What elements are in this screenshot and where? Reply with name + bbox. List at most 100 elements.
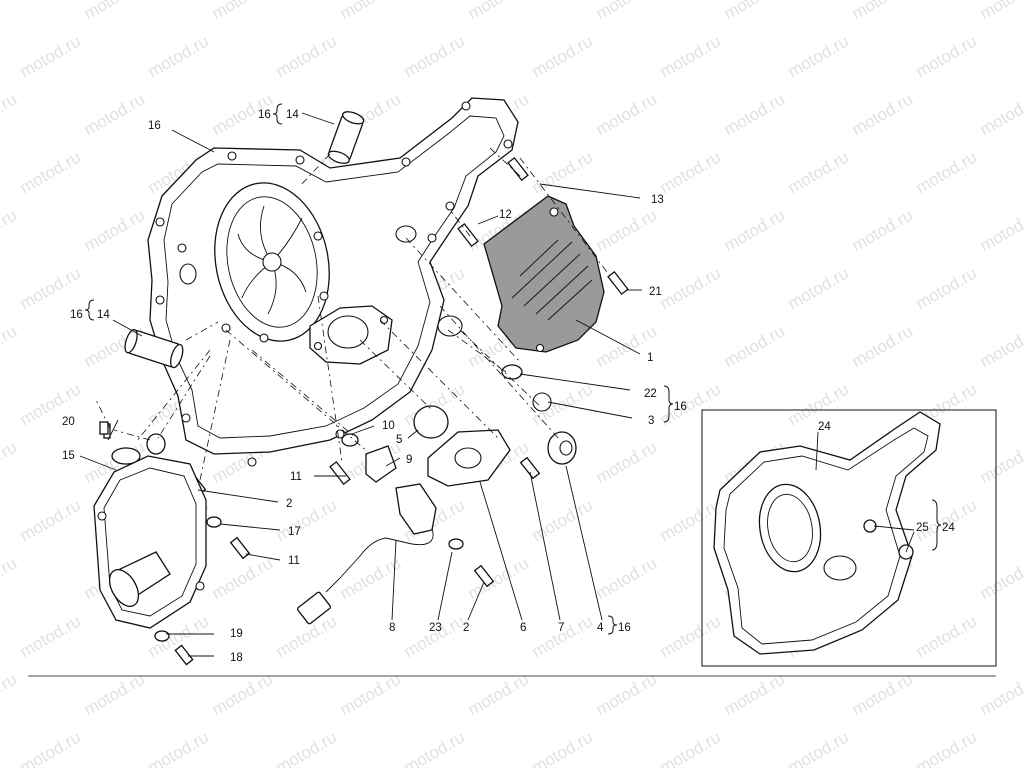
watermark-text: motod.ru xyxy=(401,31,469,81)
watermark-text: motod.ru xyxy=(401,611,469,661)
watermark-text: motod.ru xyxy=(465,669,533,719)
watermark-text: motod.ru xyxy=(273,727,341,768)
watermark-text: motod.ru xyxy=(0,553,20,603)
callout-1: 1 xyxy=(647,352,653,364)
watermark-text: motod.ru xyxy=(913,727,981,768)
callout-19: 19 xyxy=(230,628,243,640)
watermark-text: motod.ru xyxy=(529,147,597,197)
watermark-text: motod.ru xyxy=(17,147,85,197)
watermark-text: motod.ru xyxy=(657,611,725,661)
callout-12: 12 xyxy=(499,209,512,221)
watermark-text: motod.ru xyxy=(593,205,661,255)
callout-2-bottom: 2 xyxy=(463,622,469,634)
watermark-text: motod.ru xyxy=(81,205,149,255)
watermark-text: motod.ru xyxy=(0,89,20,139)
watermark-text: motod.ru xyxy=(913,495,981,545)
callout-4: 4 xyxy=(597,622,604,634)
watermark-text: motod.ru xyxy=(913,31,981,81)
watermark-text: motod.ru xyxy=(145,727,213,768)
braces xyxy=(84,103,942,635)
callout-6: 6 xyxy=(520,622,526,634)
watermark-text: motod.ru xyxy=(337,0,405,23)
watermark-text: motod.ru xyxy=(145,31,213,81)
watermark-text: motod.ru xyxy=(81,669,149,719)
callout-8: 8 xyxy=(389,622,395,634)
watermark-text: motod.ru xyxy=(0,0,20,23)
watermark-text: motod.ru xyxy=(273,495,341,545)
watermark-text: motod.ru xyxy=(849,669,917,719)
callout-11-a: 11 xyxy=(290,471,302,483)
watermark-text: motod.ru xyxy=(17,495,85,545)
callout-16-upper: 16 xyxy=(258,109,271,121)
watermark-text: motod.ru xyxy=(977,553,1024,603)
sprocket-cover xyxy=(483,195,605,353)
callout-15: 15 xyxy=(62,450,75,462)
watermark-text: motod.ru xyxy=(529,727,597,768)
watermark-text: motod.ru xyxy=(0,669,20,719)
watermark-text: motod.ru xyxy=(977,0,1024,23)
callout-14-upper: 14 xyxy=(286,109,299,121)
watermark-text: motod.ru xyxy=(81,0,149,23)
callout-2-left: 2 xyxy=(286,498,292,510)
callout-3: 3 xyxy=(648,415,654,427)
callouts: 16 16 14 16 14 13 12 21 1 22 3 16 10 5 9… xyxy=(62,109,955,664)
watermark-text: motod.ru xyxy=(721,669,789,719)
assembly-lines xyxy=(95,147,611,481)
watermark-text: motod.ru xyxy=(721,89,789,139)
watermark-text: motod.ru xyxy=(593,553,661,603)
watermark-text: motod.ru xyxy=(913,611,981,661)
watermark-text: motod.ru xyxy=(273,31,341,81)
callout-5: 5 xyxy=(396,434,402,446)
callout-23: 23 xyxy=(429,622,442,634)
callout-16-main: 16 xyxy=(148,120,161,132)
watermark-text: motod.ru xyxy=(17,263,85,313)
callout-20: 20 xyxy=(62,416,75,428)
watermark-text: motod.ru xyxy=(0,437,20,487)
watermark-text: motod.ru xyxy=(17,31,85,81)
callout-10: 10 xyxy=(382,420,395,432)
watermark-text: motod.ru xyxy=(849,321,917,371)
callout-13: 13 xyxy=(651,194,664,206)
callout-16-right: 16 xyxy=(674,401,687,413)
crankcase-cover xyxy=(147,97,519,467)
watermark-text: motod.ru xyxy=(657,31,725,81)
watermark-text: motod.ru xyxy=(913,263,981,313)
watermark-text: motod.ru xyxy=(209,553,277,603)
watermark-text: motod.ru xyxy=(209,0,277,23)
callout-24-inset-top: 24 xyxy=(818,421,831,433)
watermark-text: motod.ru xyxy=(0,205,20,255)
watermark-text: motod.ru xyxy=(977,669,1024,719)
watermark-text: motod.ru xyxy=(721,321,789,371)
watermark-text: motod.ru xyxy=(529,495,597,545)
water-pump-cover xyxy=(93,433,207,629)
callout-25: 25 xyxy=(916,522,929,534)
watermark-text: motod.ru xyxy=(657,727,725,768)
watermark-text: motod.ru xyxy=(977,89,1024,139)
watermark-text: motod.ru xyxy=(593,0,661,23)
callout-22: 22 xyxy=(644,388,657,400)
watermark-text: motod.ru xyxy=(977,321,1024,371)
watermark-text: motod.ru xyxy=(529,611,597,661)
watermark-text: motod.ru xyxy=(977,205,1024,255)
watermark-text: motod.ru xyxy=(465,0,533,23)
watermark-text: motod.ru xyxy=(849,0,917,23)
watermark-text: motod.ru xyxy=(785,727,853,768)
watermark-text: motod.ru xyxy=(849,89,917,139)
watermark-text: motod.ru xyxy=(401,727,469,768)
callout-16-left: 16 xyxy=(70,309,83,321)
watermark-text: motod.ru xyxy=(785,31,853,81)
watermark-text: motod.ru xyxy=(721,0,789,23)
watermark-text: motod.ru xyxy=(465,553,533,603)
callout-17: 17 xyxy=(288,526,301,538)
watermark-text: motod.ru xyxy=(657,147,725,197)
watermark-text: motod.ru xyxy=(721,205,789,255)
callout-11-b: 11 xyxy=(288,555,300,567)
watermark-text: motod.ru xyxy=(17,611,85,661)
callout-7: 7 xyxy=(558,622,564,634)
watermark-text: motod.ru xyxy=(593,437,661,487)
callout-16-bottom: 16 xyxy=(618,622,631,634)
watermark-text: motod.ru xyxy=(593,89,661,139)
watermark-text: motod.ru xyxy=(913,147,981,197)
callout-21: 21 xyxy=(649,286,662,298)
